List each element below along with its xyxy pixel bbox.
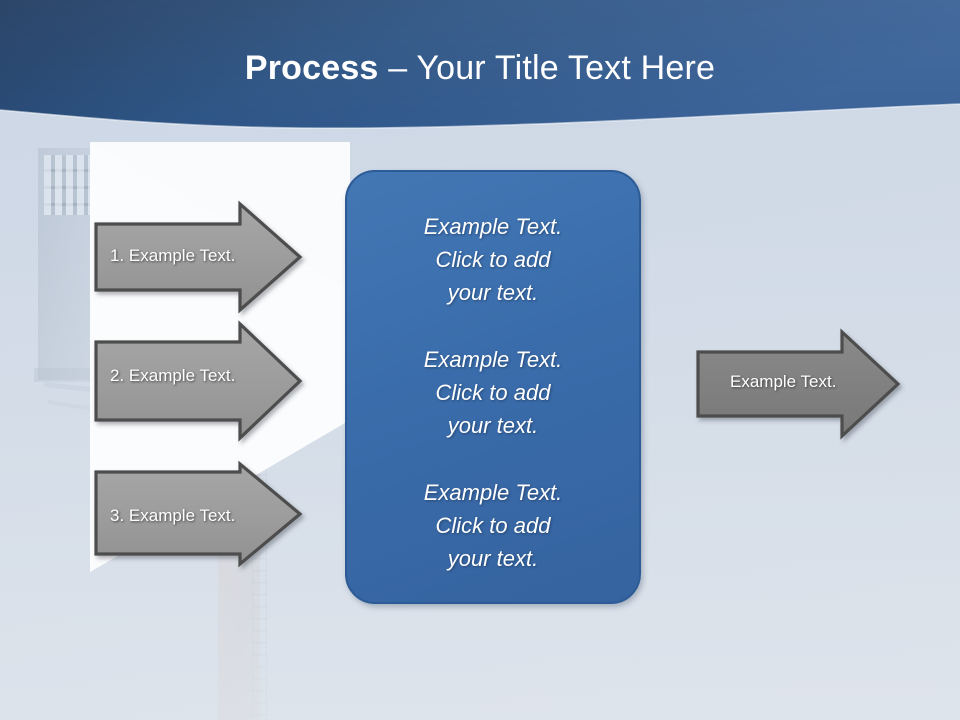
- building-windows-icon: [44, 155, 98, 215]
- arrow-result[interactable]: Example Text.: [696, 328, 908, 440]
- arrow-step-3[interactable]: 3. Example Text.: [94, 460, 306, 572]
- page-title-bold-part: Process: [244, 49, 379, 87]
- arrow-step-1[interactable]: 1. Example Text.: [94, 200, 306, 314]
- arrow-step-2[interactable]: 2. Example Text.: [94, 320, 306, 442]
- panel-text-block-2: Example Text. Click to add your text.: [423, 347, 563, 438]
- panel-text-block-3: Example Text. Click to add your text.: [423, 480, 563, 571]
- page-title: Process – Your Title Text Here: [0, 48, 960, 88]
- page-title-rest-part: – Your Title Text Here: [378, 49, 716, 87]
- panel-text-block-1: Example Text. Click to add your text.: [423, 214, 563, 305]
- title-band: Process – Your Title Text Here: [0, 0, 960, 136]
- blue-content-panel[interactable]: Example Text. Click to add your text. Ex…: [345, 170, 641, 604]
